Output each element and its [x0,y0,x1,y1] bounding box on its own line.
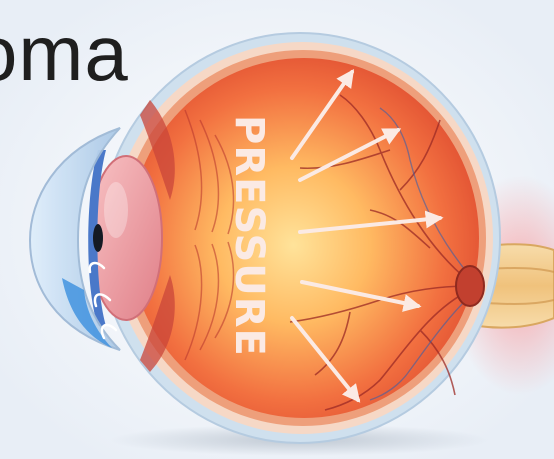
pupil [93,224,103,252]
optic-disc [456,266,484,306]
pressure-label: PRESSURE [226,115,272,357]
vitreous-body [129,58,479,418]
lens-highlight [104,182,128,238]
